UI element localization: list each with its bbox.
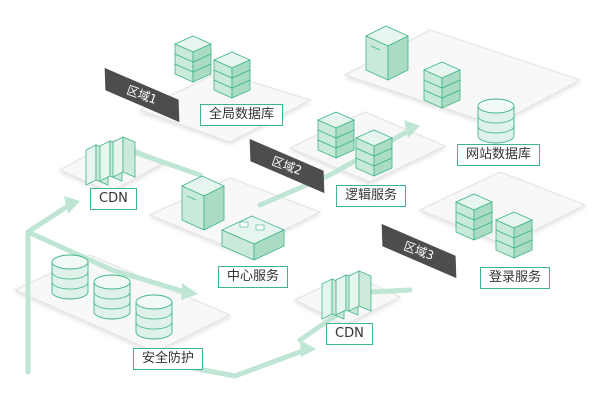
central-service-servers [181,175,285,261]
label-logic-service: 逻辑服务 [336,185,407,207]
label-cdn-bottom: CDN [326,323,373,345]
label-login-service: 登录服务 [480,267,551,289]
label-central-service: 中心服务 [218,266,289,288]
label-cdn-top: CDN [90,188,137,210]
label-site-db: 网站数据库 [457,144,541,166]
arrow-heads [64,120,420,357]
label-global-db: 全局数据库 [200,104,284,126]
label-security: 安全防护 [133,348,204,370]
